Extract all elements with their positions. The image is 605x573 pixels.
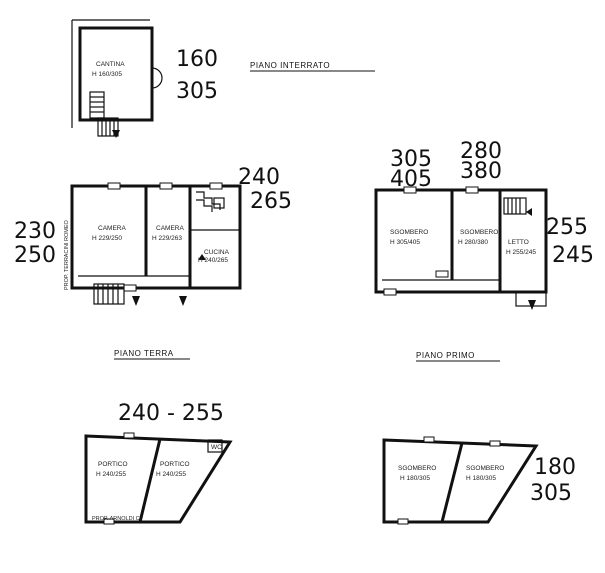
room-height-letto: H 255/245 [506,249,536,256]
room-name-camera-2: CAMERA [156,225,184,232]
first-heights-right-b: 245 [552,243,594,268]
first-floor-plan: SGOMBERO H 305/405 SGOMBERO H 280/380 LE… [374,139,594,362]
ground-heights-right-a: 240 [238,165,280,190]
ground-kitchen-arrow-icon [198,254,206,260]
room-height-cucina: H 240/265 [198,257,228,264]
room-name-sgombero-2: SGOMBERO [460,229,498,236]
ground-entry-arrow-1-icon [132,296,140,306]
basement-title: PIANO INTERRATO [250,61,330,70]
basement-stair [89,91,120,138]
room-height-camera-1: H 229/250 [92,235,122,242]
first-heights-top-right-a: 280 [460,139,502,164]
first-heights-top-right-b: 380 [460,159,502,184]
ground-side-label: PROP. TERRACINI ROMEO [64,219,70,290]
ground-heights-left-a: 230 [14,219,56,244]
room-height-portico-1: H 240/255 [96,471,126,478]
ground-title: PIANO TERRA [114,349,174,358]
ground-heights-left-b: 250 [14,243,56,268]
first-heights-top-left-b: 405 [390,167,432,192]
room-name-cucina: CUCINA [204,249,230,256]
room-name-portico-1: PORTICO [98,461,128,468]
room-name-cantina: CANTINA [96,61,125,68]
basement-bulge [151,67,163,89]
ground-stair [196,191,225,212]
first-title: PIANO PRIMO [416,351,475,360]
ground-heights-right-b: 265 [250,189,292,214]
storage-heights-b: 305 [530,481,572,506]
storage-heights-a: 180 [534,455,576,480]
room-name-sgombero-4: SGOMBERO [466,465,504,472]
basement-heights-a: 160 [176,47,218,72]
porch-heights: 240 - 255 [118,401,224,426]
first-heights-right-a: 255 [546,215,588,240]
porch-plan: WC PORTICO H 240/255 PORTICO H 240/255 P… [84,401,233,525]
room-height-sgombero-1: H 305/405 [390,239,420,246]
room-height-sgombero-4: H 180/305 [466,475,496,482]
basement-entry-arrow-icon [112,130,120,138]
basement-plan: CANTINA H 160/305 160 305 PIANO INTERRAT… [71,19,375,138]
room-name-portico-2: PORTICO [160,461,190,468]
basement-heights-b: 305 [176,79,218,104]
porch-wc-box [207,439,223,453]
ground-floor-plan: PROP. TERRACINI ROMEO CAMERA H 229/250 C… [14,165,292,360]
room-height-camera-2: H 229/263 [152,235,182,242]
room-name-camera-1: CAMERA [98,225,126,232]
first-stair [503,197,532,216]
first-stair-arrow-icon [526,208,532,216]
room-height-cantina: H 160/305 [92,71,122,78]
porch-wc-label: WC [211,444,222,451]
storage-plan: SGOMBERO H 180/305 SGOMBERO H 180/305 18… [382,436,576,525]
first-balcony-arrow-icon [528,300,536,310]
first-heights-top-left-a: 305 [390,147,432,172]
ground-entry-arrow-2-icon [179,296,187,306]
room-name-sgombero-1: SGOMBERO [390,229,428,236]
porch-side-label: PROP. ARNOLDI C. [92,516,142,522]
ground-entry-stair [93,283,125,305]
room-height-sgombero-2: H 280/380 [458,239,488,246]
room-height-sgombero-3: H 180/305 [400,475,430,482]
room-name-letto: LETTO [508,239,529,246]
room-name-sgombero-3: SGOMBERO [398,465,436,472]
room-height-portico-2: H 240/255 [156,471,186,478]
